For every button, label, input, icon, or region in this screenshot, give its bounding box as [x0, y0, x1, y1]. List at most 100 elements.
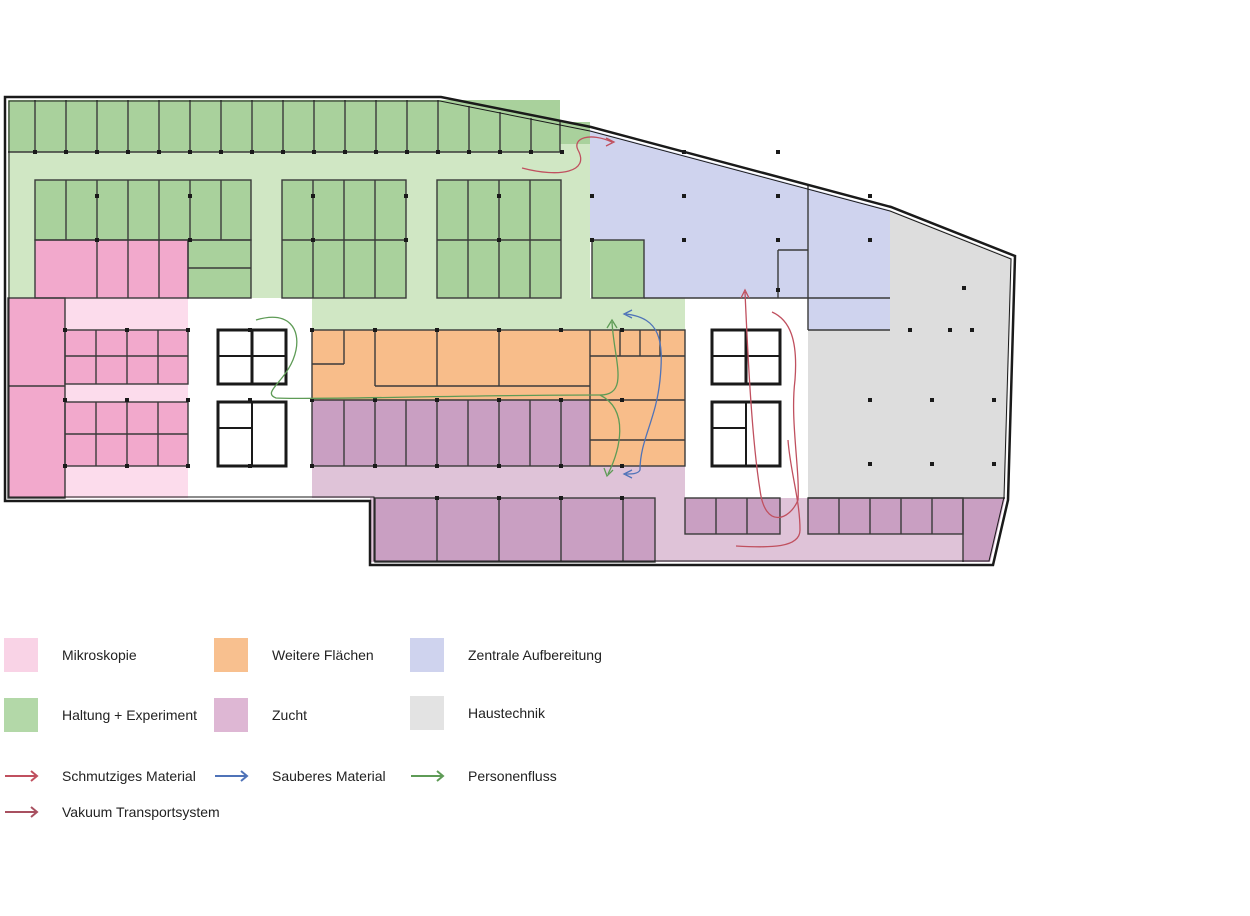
- column-dot: [310, 464, 314, 468]
- haltung-block-1: [35, 180, 251, 240]
- column-dot: [497, 464, 501, 468]
- column-dot: [188, 150, 192, 154]
- column-dot: [436, 150, 440, 154]
- column-dot: [310, 328, 314, 332]
- column-dot: [248, 328, 252, 332]
- column-dot: [930, 462, 934, 466]
- column-dot: [559, 398, 563, 402]
- weitere-flaechen-2: [590, 400, 685, 466]
- column-dot: [373, 328, 377, 332]
- column-dot: [497, 238, 501, 242]
- column-dot: [63, 464, 67, 468]
- zentrale-aufbereitung: [590, 130, 890, 330]
- column-dot: [529, 150, 533, 154]
- column-dot: [590, 194, 594, 198]
- column-dot: [95, 238, 99, 242]
- column-dot: [620, 464, 624, 468]
- zucht-rooms-right-c: [963, 498, 1005, 562]
- column-dot: [435, 328, 439, 332]
- column-dot: [374, 150, 378, 154]
- column-dot: [560, 150, 564, 154]
- column-dot: [497, 194, 501, 198]
- column-dot: [868, 462, 872, 466]
- column-dot: [186, 328, 190, 332]
- column-dot: [343, 150, 347, 154]
- column-dot: [970, 328, 974, 332]
- room-partitions: [7, 100, 1005, 563]
- column-dot: [908, 328, 912, 332]
- column-dot: [497, 398, 501, 402]
- column-dot: [620, 496, 624, 500]
- column-dot: [311, 194, 315, 198]
- column-dot: [126, 150, 130, 154]
- column-dot: [620, 328, 624, 332]
- structural-columns: [33, 150, 996, 500]
- column-dot: [620, 398, 624, 402]
- column-dot: [404, 194, 408, 198]
- column-dot: [310, 398, 314, 402]
- column-dot: [559, 464, 563, 468]
- column-dot: [248, 398, 252, 402]
- zucht-pink-top: [35, 240, 188, 298]
- column-dot: [868, 398, 872, 402]
- column-dot: [64, 150, 68, 154]
- column-dot: [125, 398, 129, 402]
- zucht-rooms-upper: [312, 400, 590, 466]
- column-dot: [497, 328, 501, 332]
- column-dot: [682, 194, 686, 198]
- column-dot: [95, 194, 99, 198]
- inner-wall: [8, 100, 1012, 562]
- column-dot: [312, 150, 316, 154]
- column-dot: [930, 398, 934, 402]
- column-dot: [559, 328, 563, 332]
- column-dot: [311, 238, 315, 242]
- column-dot: [682, 238, 686, 242]
- column-dot: [250, 150, 254, 154]
- column-dot: [776, 288, 780, 292]
- zucht-rooms-right-b: [808, 498, 963, 534]
- column-dot: [776, 238, 780, 242]
- column-dot: [186, 464, 190, 468]
- column-dot: [63, 398, 67, 402]
- column-dot: [868, 194, 872, 198]
- haustechnik-zone: [808, 210, 1012, 498]
- column-dot: [33, 150, 37, 154]
- column-dot: [188, 238, 192, 242]
- flow-persons: [255, 316, 621, 478]
- flow-clean-material: [622, 309, 662, 479]
- column-dot: [125, 464, 129, 468]
- column-dot: [404, 238, 408, 242]
- column-dot: [776, 150, 780, 154]
- outer-wall: [3, 95, 1017, 567]
- column-dot: [373, 398, 377, 402]
- column-dot: [868, 238, 872, 242]
- column-dot: [125, 328, 129, 332]
- column-dot: [682, 150, 686, 154]
- column-dot: [95, 150, 99, 154]
- column-dot: [992, 462, 996, 466]
- column-dot: [992, 398, 996, 402]
- haltung-block-4: [592, 240, 644, 298]
- column-dot: [186, 398, 190, 402]
- column-dot: [467, 150, 471, 154]
- column-dot: [281, 150, 285, 154]
- column-dot: [63, 328, 67, 332]
- haltung-room-row-top: [8, 100, 560, 152]
- column-dot: [248, 464, 252, 468]
- zucht-rooms-right-a: [685, 498, 780, 534]
- column-dot: [559, 496, 563, 500]
- column-dot: [435, 398, 439, 402]
- column-dot: [497, 496, 501, 500]
- column-dot: [435, 496, 439, 500]
- column-dot: [188, 194, 192, 198]
- column-dot: [948, 328, 952, 332]
- column-dot: [498, 150, 502, 154]
- column-dot: [962, 286, 966, 290]
- flow-dirty-material: [521, 136, 801, 548]
- column-dot: [776, 194, 780, 198]
- column-dot: [435, 464, 439, 468]
- column-dot: [373, 464, 377, 468]
- column-dot: [590, 238, 594, 242]
- column-dot: [405, 150, 409, 154]
